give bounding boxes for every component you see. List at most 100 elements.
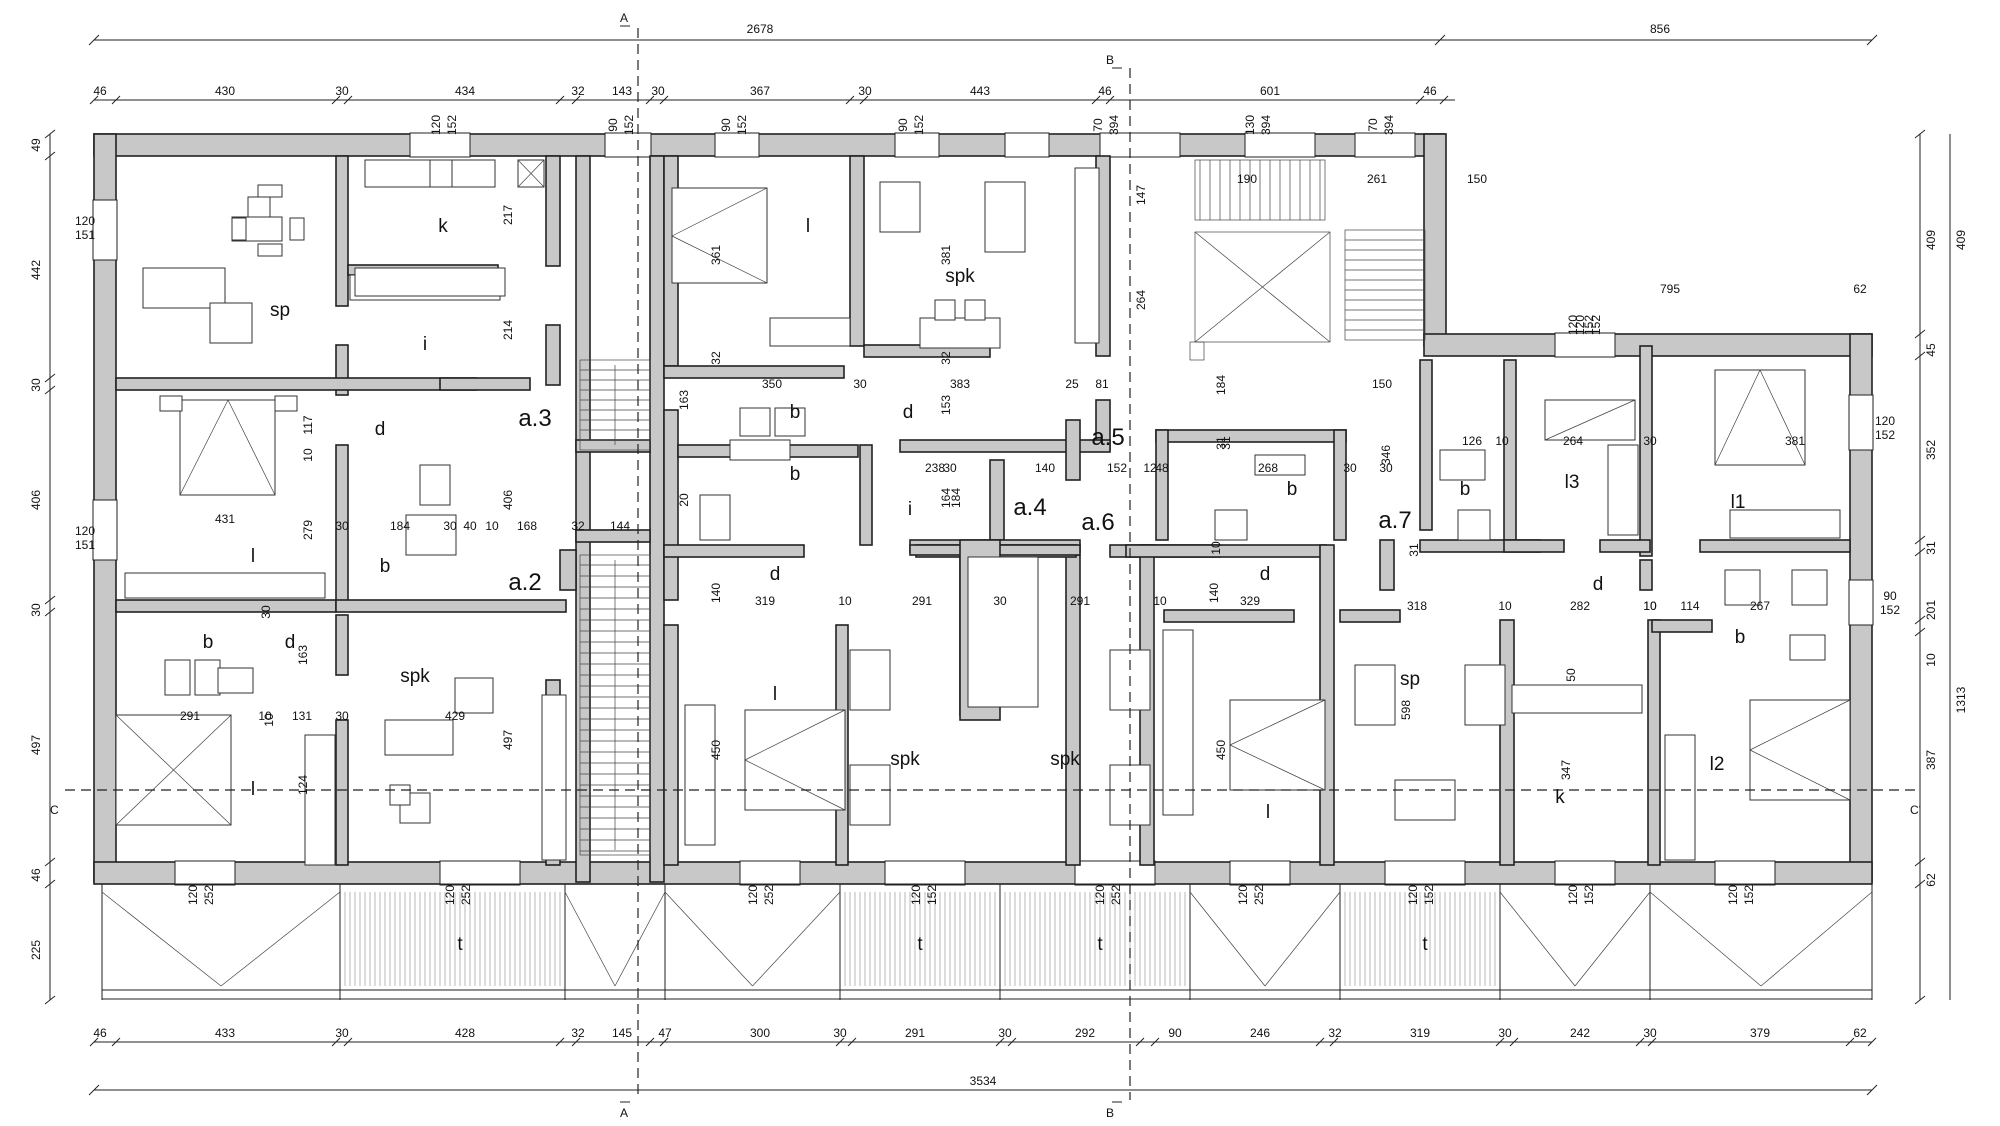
interior-dim: 31 bbox=[1407, 543, 1421, 557]
interior-walls bbox=[115, 155, 1851, 883]
apartment-label: a.3 bbox=[518, 405, 551, 432]
room-label: i bbox=[908, 499, 912, 520]
window-width: 120 bbox=[1573, 315, 1587, 335]
window-width: 130 bbox=[1243, 115, 1257, 135]
dim-bottom-chain-item: 242 bbox=[1570, 1026, 1590, 1040]
interior-dim: 30 bbox=[943, 461, 957, 475]
window-width: 90 bbox=[606, 118, 620, 132]
dim-right-item: 352 bbox=[1924, 440, 1938, 460]
window-height: 252 bbox=[1109, 885, 1123, 905]
room-label: l bbox=[773, 684, 777, 705]
room-label: l bbox=[806, 216, 810, 237]
interior-dim: 150 bbox=[1372, 377, 1392, 391]
window-width: 120 bbox=[1406, 885, 1420, 905]
window-width: 120 bbox=[1875, 414, 1895, 428]
dim-bottom-chain-item: 291 bbox=[905, 1026, 925, 1040]
dim-top-chain-item: 434 bbox=[455, 84, 475, 98]
room-label: t bbox=[1097, 934, 1103, 955]
interior-dim: 346 bbox=[1379, 445, 1393, 465]
dim-bottom-chain-item: 90 bbox=[1168, 1026, 1182, 1040]
room-label: b bbox=[380, 556, 391, 577]
dim-bottom-chain-item: 145 bbox=[612, 1026, 632, 1040]
interior-dim: 153 bbox=[939, 395, 953, 415]
section-marker-c-left: C bbox=[50, 803, 59, 817]
dim-left-item: 225 bbox=[29, 940, 43, 960]
dim-top-chain-item: 30 bbox=[335, 84, 349, 98]
room-label: t bbox=[917, 934, 923, 955]
window-width: 120 bbox=[1566, 315, 1580, 335]
interior-dim: 30 bbox=[1343, 461, 1357, 475]
interior-dim: 381 bbox=[1785, 434, 1805, 448]
interior-dim: 30 bbox=[1379, 461, 1393, 475]
room-label: sp bbox=[1400, 669, 1420, 690]
section-marker-a-top: A bbox=[620, 11, 628, 25]
room-label: l bbox=[251, 779, 255, 800]
dim-top-chain-item: 430 bbox=[215, 84, 235, 98]
dim-bottom-chain-item: 62 bbox=[1853, 1026, 1867, 1040]
dim-top-chain-item: 443 bbox=[970, 84, 990, 98]
window-height: 252 bbox=[202, 885, 216, 905]
interior-dim: 10 bbox=[1498, 599, 1512, 613]
interior-dim: 184 bbox=[1214, 375, 1228, 395]
dim-bottom-chain-item: 300 bbox=[750, 1026, 770, 1040]
interior-dim: 184 bbox=[949, 488, 963, 508]
window-width: 120 bbox=[1566, 885, 1580, 905]
room-label: spk bbox=[400, 666, 430, 687]
window-width: 120 bbox=[75, 524, 95, 538]
interior-dim: 168 bbox=[517, 519, 537, 533]
room-label: l2 bbox=[1710, 754, 1725, 775]
window-height: 152 bbox=[1582, 315, 1596, 335]
interior-dim: 81 bbox=[1095, 377, 1109, 391]
room-label: t bbox=[1422, 934, 1428, 955]
dim-bottom-chain-item: 46 bbox=[93, 1026, 107, 1040]
dim-top-chain-item: 601 bbox=[1260, 84, 1280, 98]
dim-right-item: 1313 bbox=[1954, 686, 1968, 713]
dims-top-overall: 2678 856 bbox=[747, 22, 1671, 36]
dim-top-chain-item: 46 bbox=[93, 84, 107, 98]
room-label: d bbox=[1260, 564, 1271, 585]
stair-treads-right bbox=[1199, 160, 1425, 331]
dim-left-item: 46 bbox=[29, 868, 43, 882]
interior-dim: 214 bbox=[501, 320, 515, 340]
section-marker-c-right: C' bbox=[1910, 803, 1921, 817]
dim-top-chain-item: 367 bbox=[750, 84, 770, 98]
window-height: 152 bbox=[1742, 885, 1756, 905]
dim-right-item: 62 bbox=[1924, 873, 1938, 887]
interior-dim: 131 bbox=[292, 709, 312, 723]
dim-left-item: 49 bbox=[29, 138, 43, 152]
apartment-label: a.2 bbox=[508, 569, 541, 596]
dim-left-item: 406 bbox=[29, 490, 43, 510]
interior-dim: 163 bbox=[296, 645, 310, 665]
interior-dim: 31 bbox=[1219, 436, 1233, 450]
wall-top-right-jog bbox=[1423, 133, 1447, 347]
dim-top-chain-item: 32 bbox=[571, 84, 585, 98]
window-width: 120 bbox=[1726, 885, 1740, 905]
apartment-label: a.7 bbox=[1378, 507, 1411, 534]
interior-dim: 10 bbox=[838, 594, 852, 608]
room-label: spk bbox=[890, 749, 920, 770]
interior-dim: 32 bbox=[571, 519, 585, 533]
interior-dim: 32 bbox=[939, 351, 953, 365]
interior-dim: 381 bbox=[939, 245, 953, 265]
window-height: 152 bbox=[445, 115, 459, 135]
dim-top-overall-1: 2678 bbox=[747, 22, 774, 36]
window-height: 252 bbox=[1252, 885, 1266, 905]
interior-dim: 30 bbox=[335, 709, 349, 723]
window-height: 152 bbox=[912, 115, 926, 135]
interior-dim: 62 bbox=[1853, 282, 1867, 296]
interior-dim: 361 bbox=[709, 245, 723, 265]
interior-dim: 291 bbox=[1070, 594, 1090, 608]
window-width: 90 bbox=[896, 118, 910, 132]
interior-dim: 12 bbox=[1143, 461, 1157, 475]
interior-dim: 140 bbox=[709, 583, 723, 603]
window-height: 394 bbox=[1259, 115, 1273, 135]
interior-dim: 497 bbox=[501, 730, 515, 750]
dim-bottom-chain-item: 30 bbox=[1498, 1026, 1512, 1040]
interior-dim: 30 bbox=[993, 594, 1007, 608]
interior-dim: 50 bbox=[1564, 668, 1578, 682]
dim-bottom-chain-item: 379 bbox=[1750, 1026, 1770, 1040]
dim-bottom-chain-item: 30 bbox=[335, 1026, 349, 1040]
window-width: 120 bbox=[186, 885, 200, 905]
